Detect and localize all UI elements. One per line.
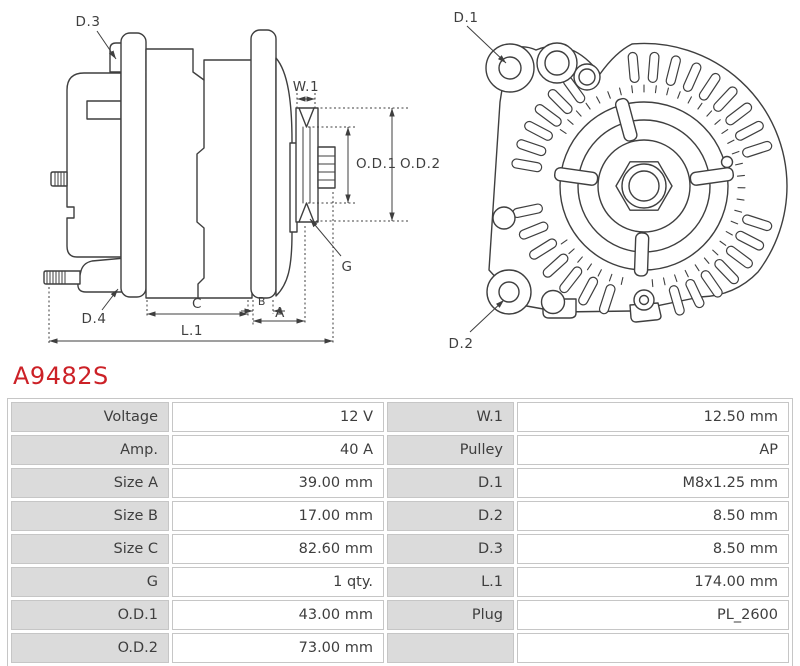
spec-value-cell: 12.50 mm — [517, 402, 789, 432]
label-c: C — [192, 296, 202, 312]
spec-label-cell: L.1 — [387, 567, 514, 597]
spec-value-cell: 174.00 mm — [517, 567, 789, 597]
label-w1: W.1 — [293, 79, 319, 95]
mount-hole-d2 — [499, 282, 519, 302]
front-bracket-bar — [251, 30, 276, 298]
spec-value-cell: 73.00 mm — [172, 633, 384, 663]
technical-drawings: D.3 W.1 O.D.1 O.D.2 G D.4 C B A L.1 D.1 … — [0, 0, 800, 352]
spec-label-cell: D.2 — [387, 501, 514, 531]
mount-hole-d1 — [499, 57, 521, 79]
spec-value-cell: AP — [517, 435, 789, 465]
label-a: A — [275, 305, 285, 321]
spec-value-cell: 17.00 mm — [172, 501, 384, 531]
spec-value-cell: 39.00 mm — [172, 468, 384, 498]
spec-label-cell: Pulley — [387, 435, 514, 465]
upper-stud — [51, 172, 67, 186]
leader-d3 — [97, 31, 116, 59]
label-d3: D.3 — [75, 14, 100, 30]
spec-value-cell: 8.50 mm — [517, 534, 789, 564]
spec-value-cell: PL_2600 — [517, 600, 789, 630]
spec-label-cell: Amp. — [11, 435, 169, 465]
rear-lower-lug — [78, 258, 125, 292]
top-small-boss-hole — [579, 69, 595, 85]
spec-label-cell: Size C — [11, 534, 169, 564]
side-view — [44, 30, 335, 298]
alternator-diagram: D.3 W.1 O.D.1 O.D.2 G D.4 C B A L.1 D.1 … — [0, 0, 800, 352]
spec-value-cell: 12 V — [172, 402, 384, 432]
stator-body — [146, 49, 252, 298]
spec-value-cell: 82.60 mm — [172, 534, 384, 564]
label-d1: D.1 — [453, 10, 478, 26]
label-d2: D.2 — [448, 336, 473, 352]
rim-tooth — [652, 280, 653, 287]
spec-label-cell: G — [11, 567, 169, 597]
spec-value-cell: M8x1.25 mm — [517, 468, 789, 498]
spoke — [634, 233, 648, 276]
spec-value-cell: 8.50 mm — [517, 501, 789, 531]
spec-label-cell: Plug — [387, 600, 514, 630]
left-rim-hole — [493, 207, 515, 229]
right-rim-hole — [722, 157, 733, 168]
label-od1: O.D.1 — [356, 156, 397, 172]
spec-label-cell: D.1 — [387, 468, 514, 498]
label-g: G — [341, 259, 352, 275]
rim-tooth — [737, 175, 744, 176]
bottom-boss-hole — [640, 296, 649, 305]
spec-label-cell: W.1 — [387, 402, 514, 432]
spec-label-cell: Voltage — [11, 402, 169, 432]
spec-value-cell: 1 qty. — [172, 567, 384, 597]
foot-hole — [542, 291, 565, 314]
rear-bracket-bar — [121, 33, 146, 297]
part-number: A9482S — [13, 362, 800, 391]
spec-label-cell: D.3 — [387, 534, 514, 564]
front-view — [486, 43, 787, 322]
shaft-circle-inner — [629, 171, 659, 201]
spec-value-cell — [517, 633, 789, 663]
leader-d1 — [467, 26, 506, 63]
top-boss-hole — [545, 51, 569, 75]
lower-stud-threads — [47, 271, 65, 284]
shaft-nut — [318, 147, 335, 188]
leader-d2 — [470, 300, 504, 332]
spec-value-cell: 43.00 mm — [172, 600, 384, 630]
label-d4: D.4 — [81, 311, 106, 327]
vent-slot — [648, 52, 659, 83]
spec-label-cell — [387, 633, 514, 663]
spec-label-cell: Size B — [11, 501, 169, 531]
spec-label-cell: O.D.2 — [11, 633, 169, 663]
spec-label-cell: Size A — [11, 468, 169, 498]
spec-label-cell: O.D.1 — [11, 600, 169, 630]
label-l1: L.1 — [181, 323, 203, 339]
label-od2: O.D.2 — [400, 156, 441, 172]
leader-g — [310, 219, 341, 256]
label-b: B — [258, 295, 266, 308]
spec-value-cell: 40 A — [172, 435, 384, 465]
vent-slot — [628, 52, 640, 83]
